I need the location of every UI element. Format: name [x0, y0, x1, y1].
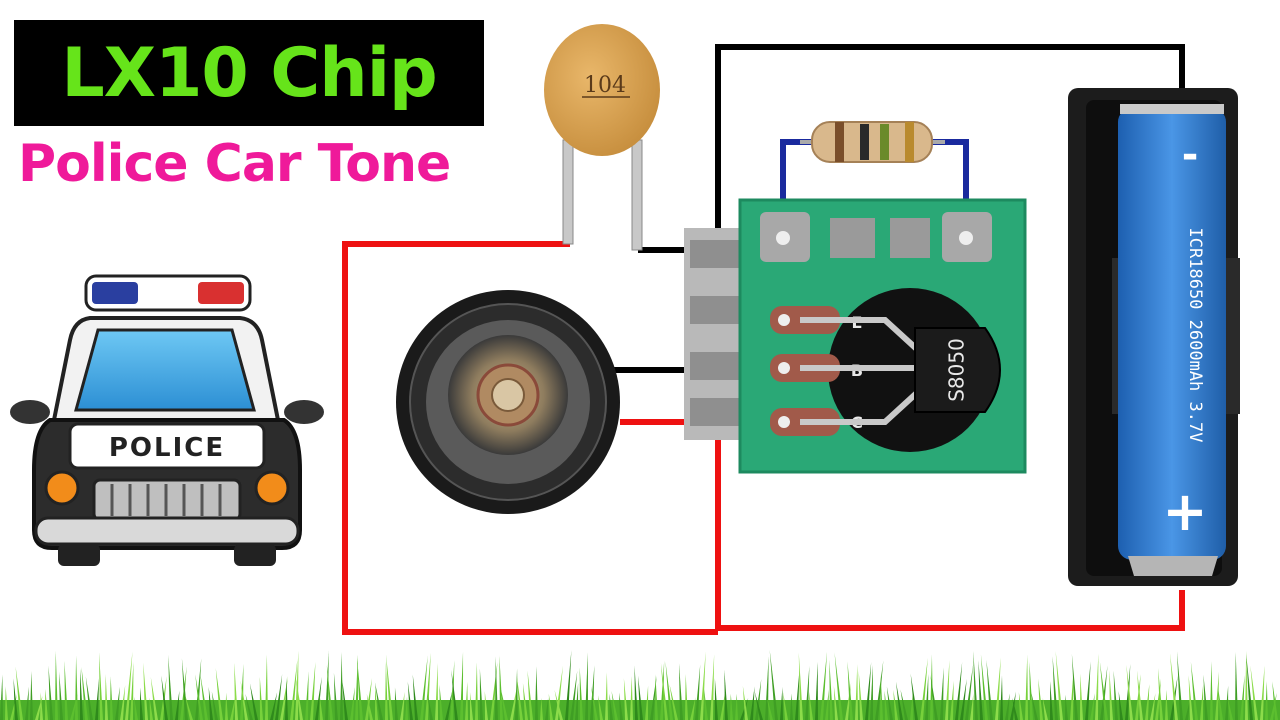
- grass-border: [0, 650, 1280, 720]
- speaker: [396, 290, 620, 514]
- ceramic-capacitor: 104: [544, 24, 660, 251]
- car-label: POLICE: [109, 433, 225, 463]
- battery-positive: +: [1162, 480, 1207, 543]
- battery-negative: -: [1182, 132, 1199, 178]
- wire-red-capacitor-loop: [342, 241, 718, 635]
- transistor-s8050: S8050: [914, 327, 1001, 413]
- battery-18650: - + ICR18650 2600mAh 3.7V: [1118, 104, 1226, 576]
- transistor-model: S8050: [945, 338, 969, 402]
- capacitor-code: 104: [584, 73, 626, 98]
- subtitle: Police Car Tone: [18, 134, 451, 194]
- resistor: [800, 121, 945, 163]
- battery-label: ICR18650 2600mAh 3.7V: [1185, 228, 1205, 443]
- police-car-icon: POLICE: [10, 274, 324, 566]
- title-banner: LX10 Chip: [14, 20, 484, 126]
- title: LX10 Chip: [61, 33, 437, 113]
